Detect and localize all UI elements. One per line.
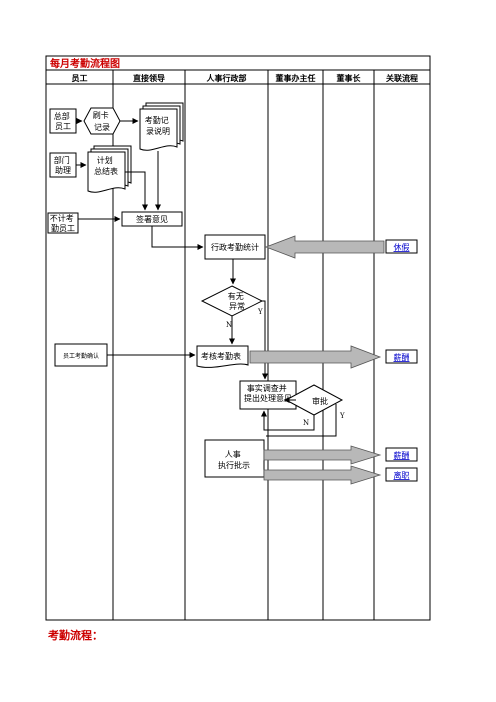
node-investigate-label: 事实调查并 提出处理意见 [244, 383, 292, 403]
node-sign-opinion-label: 签署意见 [136, 214, 168, 224]
node-review-table-label: 考核考勤表 [201, 351, 241, 361]
related-link-leave-box[interactable] [385, 239, 418, 254]
node-investigate [239, 380, 297, 410]
section-heading: 考勤流程： [48, 629, 103, 642]
node-approval-decision-label: 审批 [312, 396, 328, 406]
connectors [76, 118, 337, 437]
related-link-salary-1-box[interactable] [385, 349, 418, 364]
node-admin-stats [204, 234, 266, 260]
column-header-board-office: 董事办主任 [276, 73, 316, 83]
related-flow-arrows [249, 235, 385, 485]
node-card-swipe-label: 刷卡 记录 [93, 110, 112, 132]
related-link-salary-1[interactable]: 薪酬 [394, 352, 410, 362]
column-header-chairman: 董事长 [337, 73, 362, 83]
column-header-hr-admin: 人事行政部 [207, 73, 247, 83]
node-hq-staff [49, 108, 77, 134]
anomaly-yes-label: Y [257, 308, 263, 316]
node-hr-execute-label: 人事 执行批示 [218, 449, 250, 470]
node-anomaly-decision-label: 有无 异常 [228, 291, 247, 311]
related-link-resign[interactable]: 离职 [394, 470, 410, 480]
node-attendance-note-label: 考勤记 录说明 [145, 115, 172, 136]
related-link-salary-2-box[interactable] [385, 447, 418, 462]
node-staff-confirm-label: 员工考勤确认 [63, 352, 99, 360]
node-hr-execute [204, 439, 265, 478]
node-attendance-note [139, 102, 184, 151]
related-link-leave[interactable]: 休假 [394, 242, 410, 252]
node-admin-stats-label: 行政考勤统计 [211, 242, 259, 252]
anomaly-no-label: N [226, 321, 232, 329]
diagram-title: 每月考勤流程图 [50, 57, 120, 70]
column-header-direct-leader: 直接领导 [133, 73, 165, 83]
approval-yes-label: Y [339, 412, 345, 420]
approval-no-label: N [303, 419, 309, 427]
node-plan-summary [87, 145, 132, 193]
fat-arrow-salary-2 [263, 445, 382, 465]
node-card-swipe [83, 107, 121, 135]
node-dept-assistant [49, 152, 77, 178]
fat-arrow-leave [264, 235, 385, 259]
fat-arrow-salary-1 [249, 345, 382, 369]
node-non-attendance-staff-label: 不计考 勤员工 [50, 213, 77, 233]
node-non-attendance-staff [47, 212, 79, 234]
node-hq-staff-label: 总部 员工 [54, 111, 73, 131]
related-link-resign-box[interactable] [385, 467, 418, 482]
column-header-related-process: 关联流程 [386, 73, 418, 83]
related-link-salary-2[interactable]: 薪酬 [394, 450, 410, 460]
node-dept-assistant-label: 部门 助理 [54, 155, 73, 175]
node-anomaly-decision [200, 285, 264, 317]
fat-arrow-resign [263, 465, 382, 485]
node-plan-summary-label: 计划 总结表 [94, 155, 118, 176]
column-separators [112, 70, 375, 620]
diagram-frame [45, 55, 431, 621]
column-header-employee: 员工 [72, 74, 88, 83]
node-review-table [196, 345, 249, 368]
